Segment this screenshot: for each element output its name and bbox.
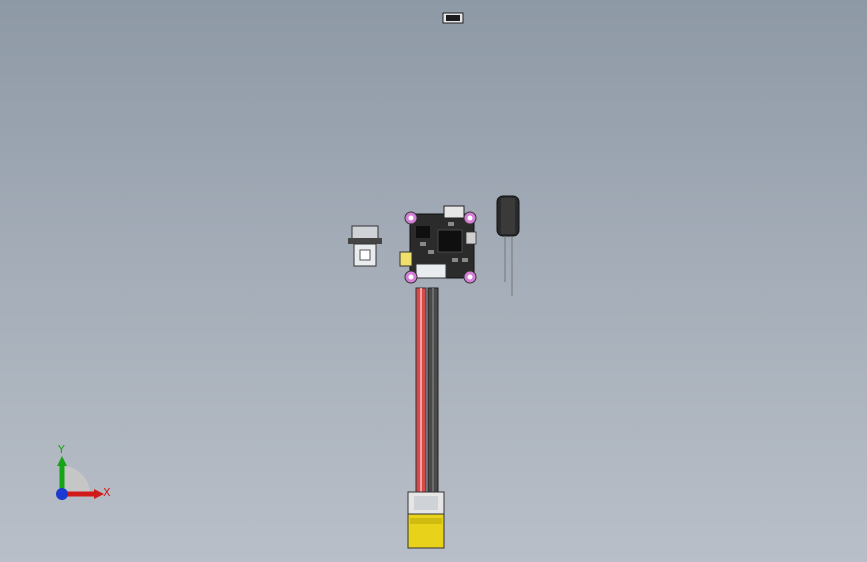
power-wires[interactable]: [415, 287, 439, 493]
axis-y-label: Y: [58, 443, 65, 456]
usb-c-connector[interactable]: [348, 225, 382, 267]
mounting-holes: [404, 211, 477, 284]
orientation-triad: [56, 456, 104, 500]
xt-connector[interactable]: [407, 491, 445, 549]
flight-controller-board[interactable]: [399, 205, 477, 279]
axis-x-label: X: [103, 486, 111, 499]
electrolytic-capacitor[interactable]: [496, 195, 520, 296]
small-connector-top[interactable]: [442, 12, 464, 24]
